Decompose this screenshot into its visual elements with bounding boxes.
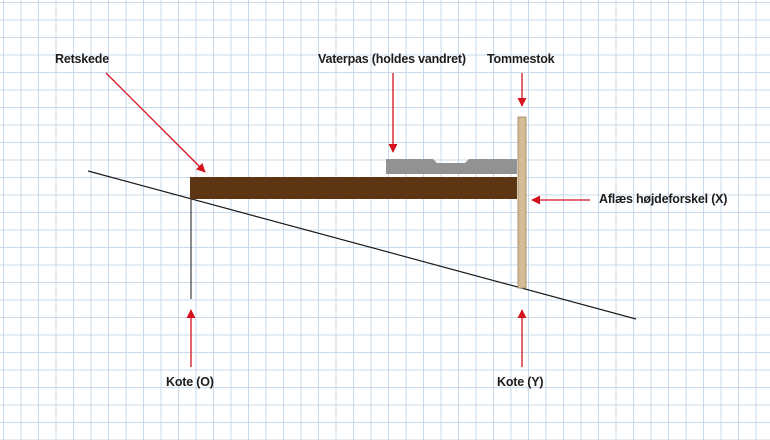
kote-y-label: Kote (Y): [497, 375, 544, 389]
vaterpas-level: [386, 159, 517, 174]
retskede-board: [190, 177, 517, 199]
vaterpas-label: Vaterpas (holdes vandret): [318, 52, 466, 66]
tommestok-label: Tommestok: [487, 52, 555, 66]
kote-o-label: Kote (O): [166, 375, 214, 389]
aflaes-label: Aflæs højdeforskel (X): [599, 192, 728, 206]
retskede-label: Retskede: [55, 52, 109, 66]
retskede-arrow: [105, 72, 206, 173]
tommestok-ruler: [517, 116, 527, 289]
ground-line: [87, 170, 637, 320]
